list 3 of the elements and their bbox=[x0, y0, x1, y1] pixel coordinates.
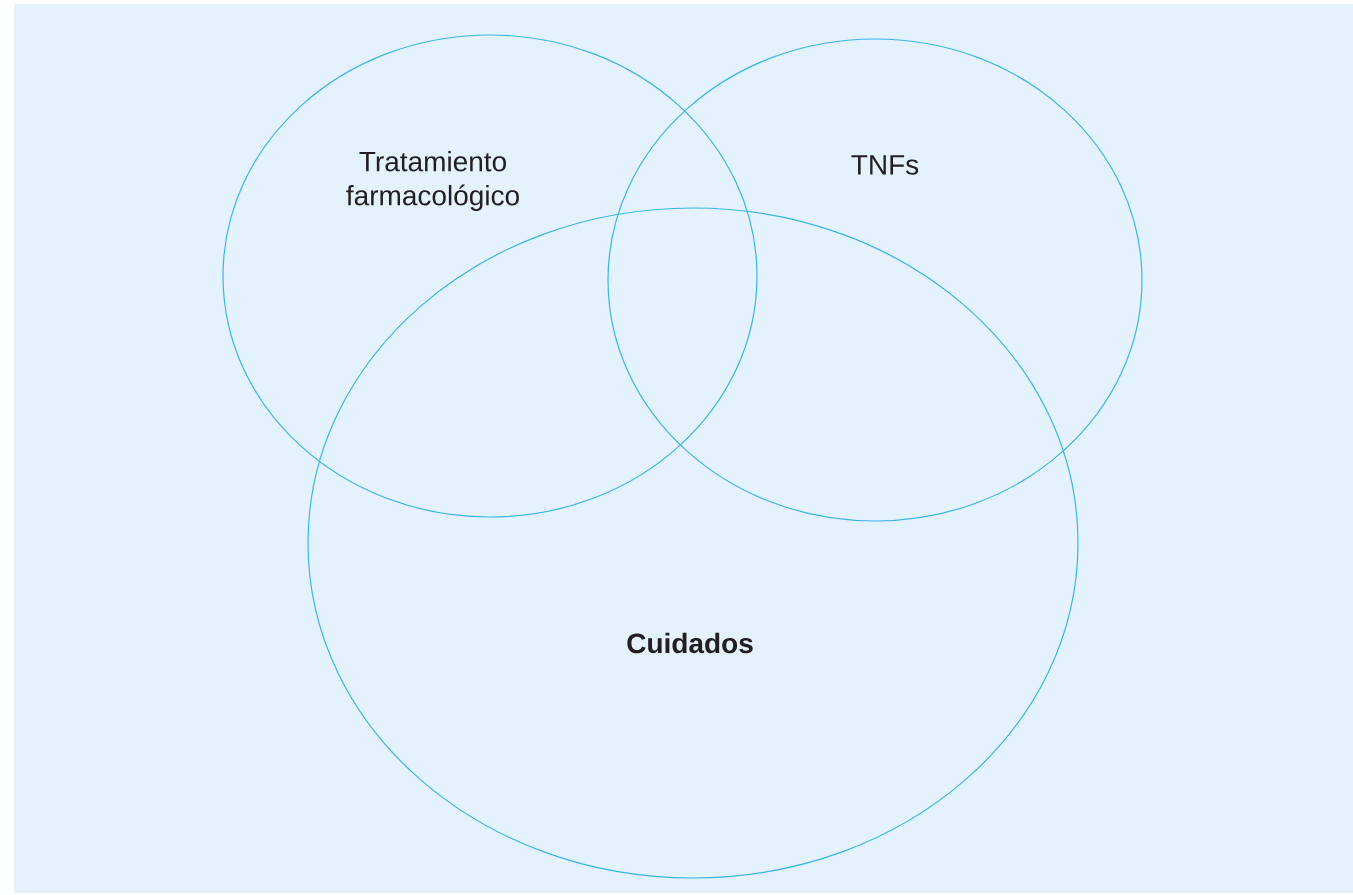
ellipse-label: TNFs bbox=[851, 155, 919, 175]
ellipse-label: Cuidados bbox=[627, 632, 753, 654]
ellipse-label: Tratamiento farmacológico bbox=[346, 150, 519, 212]
